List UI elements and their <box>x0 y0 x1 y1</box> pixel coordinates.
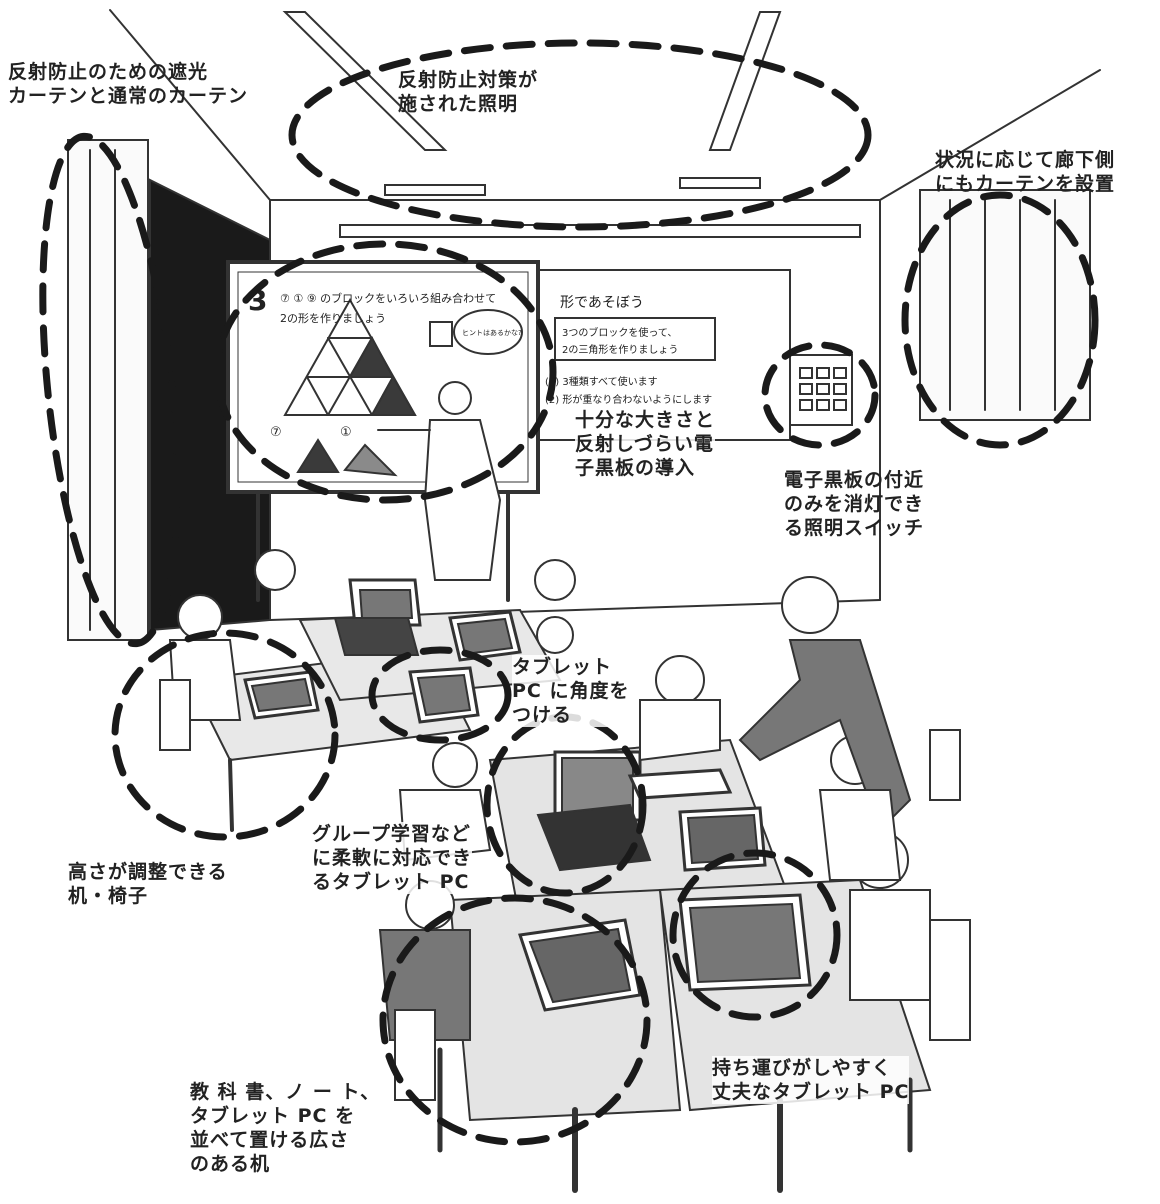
screen-piece-a <box>296 438 340 473</box>
white-curtain <box>67 139 149 641</box>
callout-ellipse-lighting <box>288 39 872 231</box>
callout-ellipse-switch <box>761 341 879 449</box>
right-wall-edge <box>879 69 1101 201</box>
label-switch: 電子黒板の付近 のみを消灯でき る照明スイッチ <box>784 469 925 539</box>
ceiling-light-4 <box>679 177 761 189</box>
tablet-5 <box>553 750 642 822</box>
student-head <box>432 742 478 788</box>
ceiling-light-right <box>708 11 782 151</box>
screen-piece-a-label: ⑦ <box>270 425 282 440</box>
callout-ellipse-wide-desk <box>379 894 651 1146</box>
blackboard-title: 形であそぼう <box>560 295 644 311</box>
ceiling-light-3 <box>384 184 486 196</box>
callout-ellipse-portable <box>669 849 841 1021</box>
student-body <box>849 889 931 1001</box>
tablet-9 <box>518 918 642 1012</box>
student-head <box>534 559 576 601</box>
screen-instruction-2: 2の形を作りましょう <box>280 312 386 325</box>
label-group-tablet: グループ学習など に柔軟に対応でき るタブレット PC <box>312 822 473 894</box>
chair <box>394 1009 436 1101</box>
chair <box>159 679 191 751</box>
label-lighting: 反射防止対策が 施された照明 <box>398 69 539 115</box>
chair <box>929 729 961 801</box>
label-portable-tablet: 持ち運びがしやすく 丈夫なタブレット PC <box>712 1056 910 1104</box>
callout-ellipse-tablet-angle <box>368 646 512 744</box>
blackboard-box-line1: 3つのブロックを使って、 <box>562 326 677 339</box>
label-curtains: 反射防止のための遮光 カーテンと通常のカーテン <box>8 61 249 107</box>
label-tablet-angle: タブレット PC に角度を つける <box>512 655 630 727</box>
blackboard-box-line2: 2の三角形を作りましょう <box>562 344 678 356</box>
screen-instruction-1: ⑦ ① ⑨ のブロックをいろいろ組み合わせて <box>280 291 496 305</box>
tablet-7 <box>678 806 767 872</box>
label-wide-desk: 教 科 書、ノ ー ト、 タブレット PC を 並べて置ける広さ のある机 <box>190 1080 381 1176</box>
tablet-8 <box>678 893 812 992</box>
label-desk-height: 高さが調整できる 机・椅子 <box>68 861 228 907</box>
keyboard <box>536 803 652 872</box>
callout-ellipse-curtains <box>39 132 181 648</box>
tablet-6 <box>627 768 733 800</box>
tablet-2 <box>448 610 522 662</box>
teacher-body <box>423 419 502 581</box>
teacher2-body <box>738 639 912 832</box>
teacher-head <box>438 381 472 415</box>
label-hallway-curtain: 状況に応じて廊下側 にもカーテンを設置 <box>935 149 1116 195</box>
student-body <box>818 789 902 881</box>
tablet-4 <box>243 670 320 720</box>
blackboard-rule1: (1) 3種類すべて使います <box>545 375 658 388</box>
student-body <box>639 699 721 762</box>
switch-buttons <box>799 367 847 411</box>
label-board: 十分な大きさと 反射しづらい電 子黒板の導入 <box>575 408 716 480</box>
tablet-3 <box>408 666 480 724</box>
screen-piece-b-label: ① <box>340 425 352 440</box>
ceiling-light-left <box>282 11 448 151</box>
student-head <box>536 616 574 654</box>
screen-piece-b <box>343 443 398 477</box>
student-head <box>655 655 705 705</box>
teacher2-head <box>781 576 839 634</box>
chair <box>929 919 971 1041</box>
blackboard-box <box>554 317 716 361</box>
student-head <box>254 549 296 591</box>
tablet-1 <box>348 578 422 627</box>
callout-ellipse-board <box>213 240 557 504</box>
left-wall-edge <box>109 9 271 201</box>
callout-ellipse-desk-height <box>111 629 339 841</box>
screen-bubble <box>453 309 523 355</box>
screen-robot <box>429 321 453 347</box>
laptop <box>333 617 420 656</box>
blackboard-rule2: (2) 形が重なり合わないようにします <box>545 393 712 406</box>
screen-bubble-text: ヒントはあるかな? <box>462 329 522 337</box>
callout-ellipse-hallway <box>901 191 1099 449</box>
